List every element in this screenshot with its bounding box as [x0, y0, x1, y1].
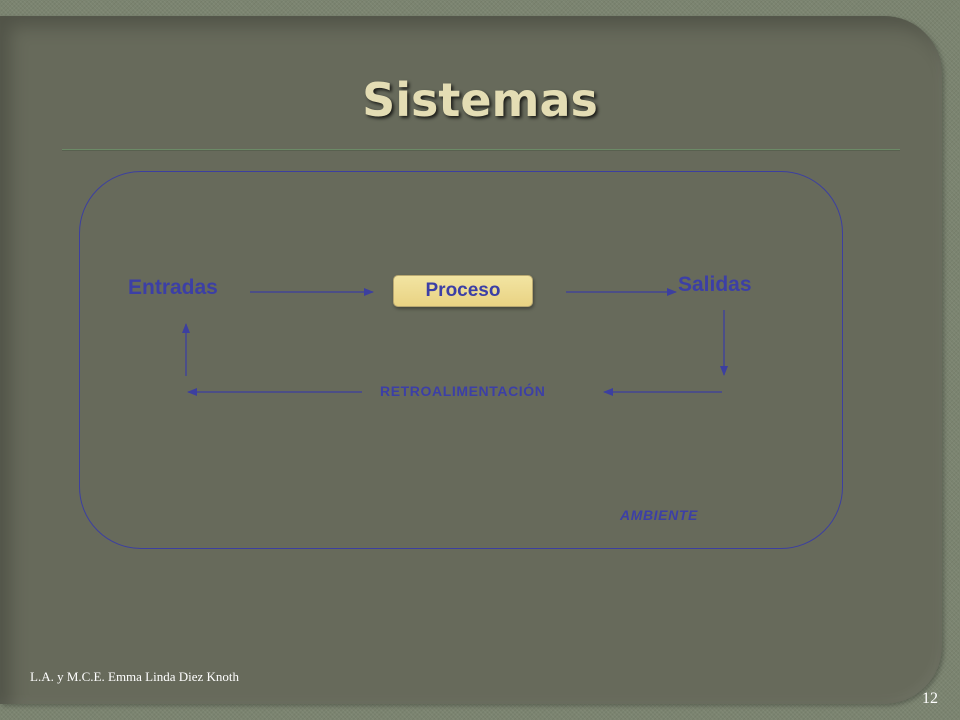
slide-title: Sistemas [362, 73, 598, 127]
process-box: Proceso [393, 275, 533, 307]
inputs-label: Entradas [128, 276, 218, 299]
author-credit: L.A. y M.C.E. Emma Linda Diez Knoth [30, 669, 240, 684]
title-divider [62, 149, 900, 151]
environment-boundary [79, 171, 843, 549]
feedback-label: RETROALIMENTACIÓN [380, 383, 546, 399]
environment-label: AMBIENTE [620, 507, 698, 523]
slide-page-number: 12 [922, 690, 938, 707]
slide-panel [0, 16, 942, 704]
outputs-label: Salidas [678, 273, 752, 296]
